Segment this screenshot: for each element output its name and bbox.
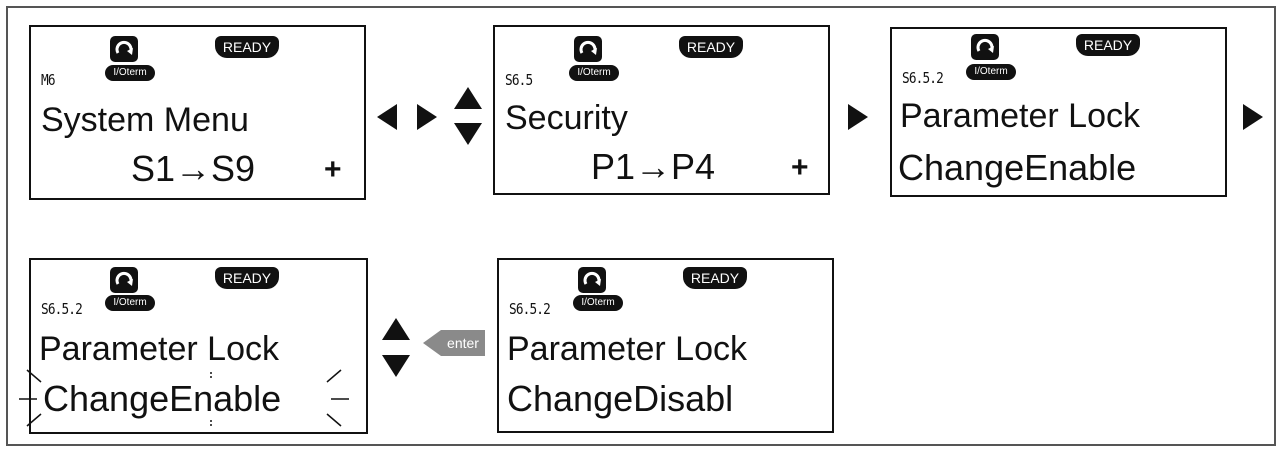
right-arrow-icon	[1243, 104, 1263, 130]
ready-badge: READY	[679, 36, 743, 58]
down-arrow-icon	[454, 123, 482, 145]
menu-code: S6.5.2	[41, 300, 83, 318]
menu-code: M6	[41, 71, 56, 89]
ready-badge: READY	[1076, 34, 1140, 56]
enter-button: enter	[423, 330, 485, 356]
ioterm-badge: I/Oterm	[966, 64, 1016, 80]
line1-text: Parameter Lock	[507, 330, 747, 368]
ready-badge: READY	[215, 267, 279, 289]
ioterm-badge: I/Oterm	[105, 295, 155, 311]
menu-code: S6.5.2	[509, 300, 551, 318]
line1-text: Parameter Lock	[39, 330, 279, 368]
line2-text: S1→S9	[131, 148, 256, 189]
rotate-arrow-icon	[110, 267, 138, 293]
diagram-frame	[6, 6, 1276, 446]
line2-text: ChangeEnable	[898, 147, 1137, 188]
display-panel-parameter-lock: READY I/Oterm S6.5.2 Parameter Lock Chan…	[890, 27, 1227, 197]
menu-code: S6.5	[505, 71, 533, 89]
enter-arrow-tip-icon	[423, 330, 441, 356]
line2-text: ChangeDisabl	[507, 378, 734, 419]
display-panel-parameter-lock-blinking: READY I/Oterm S6.5.2 Parameter Lock Chan…	[19, 258, 368, 434]
enter-label: enter	[441, 330, 485, 356]
rotate-arrow-icon	[574, 36, 602, 62]
display-panel-security: READY I/Oterm S6.5 Security P1→P4 +	[493, 25, 830, 195]
line1-text: System Menu	[41, 101, 249, 139]
down-arrow-icon	[382, 355, 410, 377]
rotate-arrow-icon	[110, 36, 138, 62]
ioterm-badge: I/Oterm	[105, 65, 155, 81]
up-arrow-icon	[382, 318, 410, 340]
right-arrow-icon	[848, 104, 868, 130]
blink-indicator-icon	[19, 369, 349, 428]
line1-text: Parameter Lock	[900, 97, 1140, 135]
rotate-arrow-icon	[578, 267, 606, 293]
ioterm-badge: I/Oterm	[569, 65, 619, 81]
menu-code: S6.5.2	[902, 69, 944, 87]
line2-text: P1→P4	[591, 146, 716, 187]
display-panel-parameter-lock-disabled: READY I/Oterm S6.5.2 Parameter Lock Chan…	[497, 258, 834, 433]
rotate-arrow-icon	[971, 34, 999, 60]
ioterm-badge: I/Oterm	[573, 295, 623, 311]
plus-icon: +	[324, 153, 342, 186]
up-arrow-icon	[454, 87, 482, 109]
line2-text: ChangeEnable	[43, 378, 282, 419]
display-panel-system-menu: READY I/Oterm M6 System Menu S1→S9 +	[29, 25, 366, 200]
ready-badge: READY	[215, 36, 279, 58]
right-arrow-icon	[417, 104, 437, 130]
plus-icon: +	[791, 151, 809, 184]
line1-text: Security	[505, 99, 628, 137]
ready-badge: READY	[683, 267, 747, 289]
left-arrow-icon	[377, 104, 397, 130]
